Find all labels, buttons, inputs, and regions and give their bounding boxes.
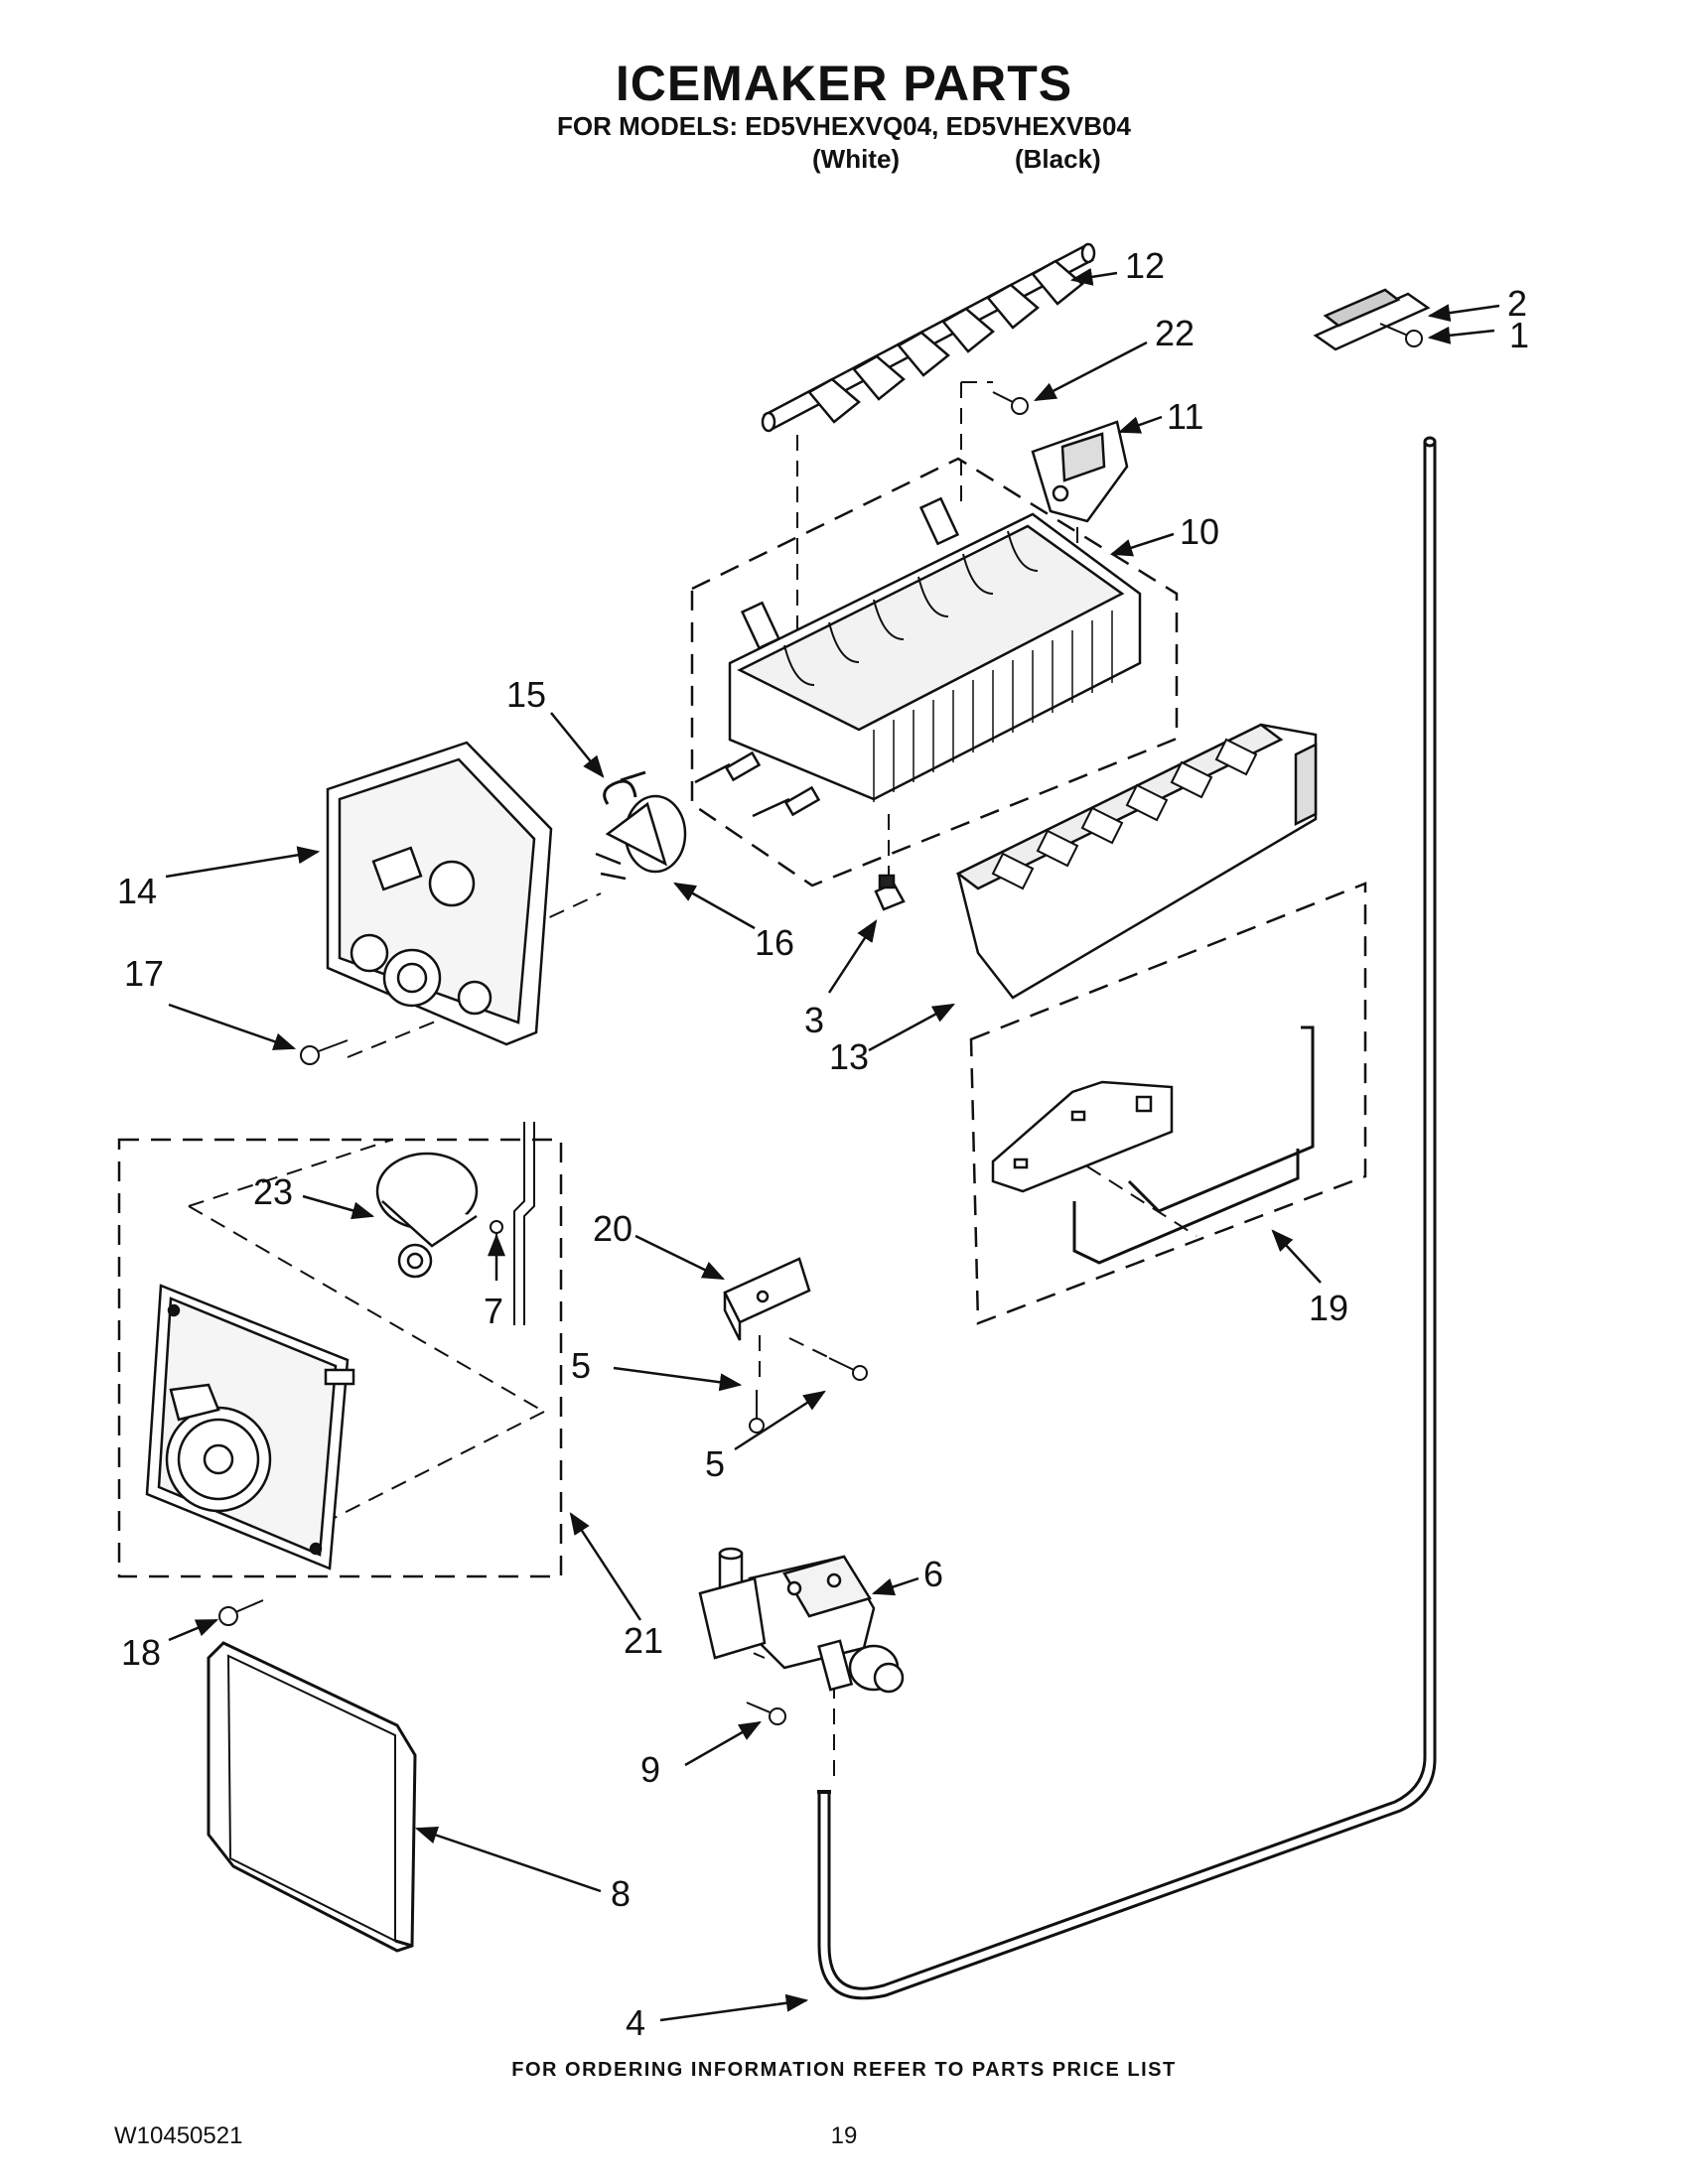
thermostat-part — [595, 794, 687, 881]
cover-part — [207, 1641, 417, 1953]
leader-4 — [659, 1993, 809, 2022]
callout-12: 12 — [1125, 245, 1165, 286]
leader-3 — [827, 919, 878, 994]
alignment-line — [188, 1205, 545, 1413]
callout-15: 15 — [506, 674, 546, 715]
leader-18 — [168, 1618, 219, 1642]
leader-1 — [1427, 326, 1495, 344]
leader-23 — [302, 1194, 375, 1220]
callout-17: 17 — [124, 953, 164, 994]
alignment-line — [188, 1139, 393, 1207]
screw-5a-part — [749, 1390, 765, 1433]
document-number: W10450521 — [114, 2122, 243, 2149]
variant-white: (White) — [812, 144, 901, 174]
screw-9-part — [746, 1702, 786, 1725]
callout-5a: 5 — [571, 1345, 591, 1386]
leader-21 — [569, 1512, 642, 1621]
models-line: FOR MODELS: ED5VHEXVQ04, ED5VHEXVB04 — [557, 111, 1131, 141]
callout-19: 19 — [1309, 1288, 1348, 1328]
callout-11: 11 — [1167, 396, 1203, 437]
clip-3-part — [874, 874, 906, 911]
ordering-note: FOR ORDERING INFORMATION REFER TO PARTS … — [511, 2059, 1177, 2081]
callout-22: 22 — [1155, 313, 1195, 353]
shutoff-arm-dashed-box — [969, 882, 1367, 1325]
callout-2: 2 — [1507, 283, 1527, 324]
motor-part — [375, 1122, 535, 1325]
callout-21: 21 — [624, 1620, 663, 1661]
callout-3: 3 — [804, 1000, 824, 1040]
callout-9: 9 — [640, 1749, 660, 1790]
ice-mold-part — [694, 496, 1142, 818]
page-number: 19 — [830, 2122, 858, 2149]
callout-18: 18 — [121, 1632, 161, 1673]
page-title: ICEMAKER PARTS — [615, 56, 1073, 111]
leader-13 — [868, 1003, 955, 1052]
leader-12 — [1069, 267, 1118, 286]
screw-22-part — [992, 391, 1029, 415]
control-assembly-dashed-box — [117, 1138, 563, 1578]
water-valve-part — [698, 1547, 905, 1694]
alignment-line — [302, 1411, 545, 1535]
leader-8 — [414, 1827, 602, 1893]
leader-14 — [165, 846, 321, 879]
screw-1-part — [1379, 323, 1423, 347]
callout-4: 4 — [626, 2002, 645, 2043]
alignment-line — [1086, 1165, 1197, 1237]
ejector-shaft-part — [761, 242, 1096, 433]
leader-5a — [613, 1366, 743, 1392]
bracket-20-part — [723, 1257, 811, 1341]
variant-black: (Black) — [1015, 144, 1101, 174]
spring-clip-part — [603, 770, 646, 805]
leader-22 — [1034, 341, 1148, 402]
callout-6: 6 — [923, 1554, 943, 1594]
callout-16: 16 — [755, 922, 794, 963]
screw-17-part — [300, 1039, 349, 1065]
callout-1: 1 — [1509, 315, 1529, 355]
leader-2 — [1427, 304, 1500, 323]
alignment-line — [788, 1337, 835, 1361]
control-housing-part — [326, 741, 553, 1046]
callout-10: 10 — [1180, 511, 1219, 552]
callout-5b: 5 — [705, 1443, 725, 1484]
leader-11 — [1117, 415, 1163, 434]
screw-18-part — [218, 1599, 264, 1626]
leader-10 — [1109, 532, 1175, 557]
callout-14: 14 — [117, 871, 157, 911]
control-module-part — [145, 1284, 355, 1570]
leader-5b — [734, 1390, 826, 1451]
callout-23: 23 — [253, 1171, 293, 1212]
leader-15 — [550, 712, 605, 778]
leader-6 — [871, 1576, 919, 1596]
leader-16 — [673, 882, 756, 930]
mold-assembly-dashed-box — [690, 457, 1179, 887]
ice-stripper-part — [955, 723, 1318, 1000]
screw-5b-part — [828, 1357, 868, 1381]
leader-19 — [1271, 1229, 1322, 1284]
water-tube-part — [817, 436, 1437, 2000]
callout-7: 7 — [484, 1291, 503, 1331]
callout-8: 8 — [611, 1873, 631, 1914]
callout-20: 20 — [593, 1208, 633, 1249]
shutoff-arm-part — [991, 1025, 1315, 1265]
leader-9 — [684, 1720, 762, 1767]
fill-cup-part — [1031, 420, 1129, 523]
leader-17 — [168, 1003, 297, 1050]
leader-20 — [634, 1234, 726, 1281]
callout-13: 13 — [829, 1036, 869, 1077]
